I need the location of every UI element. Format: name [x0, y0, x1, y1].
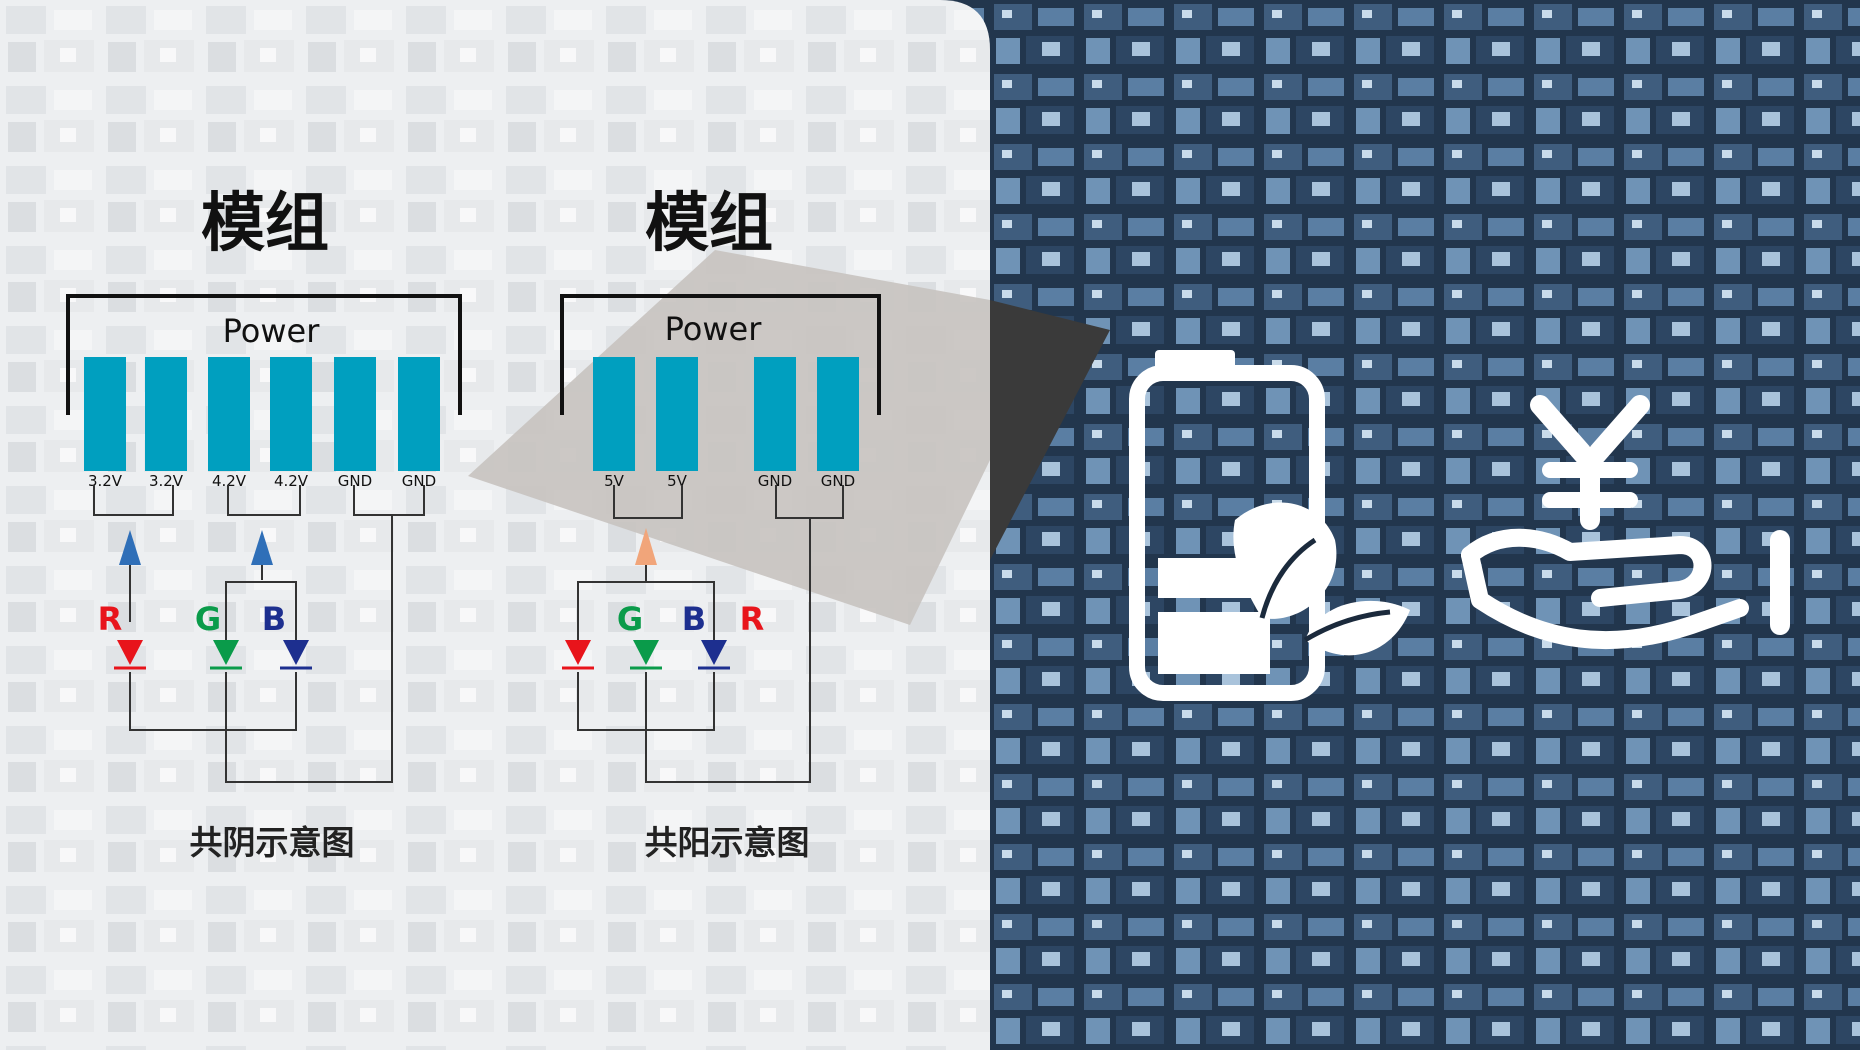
right-pin-label-4: GND: [821, 472, 855, 490]
left-led-label-r: R: [98, 600, 123, 638]
battery-leaf-icon: [1129, 350, 1410, 701]
right-pin-3: [754, 357, 796, 471]
left-pin-label-5: GND: [338, 472, 372, 490]
right-pins: 5V 5V GND GND: [593, 357, 859, 490]
right-led-label-r: R: [740, 600, 765, 638]
grey-chip-shape: [468, 250, 990, 625]
left-led-red: [114, 640, 146, 670]
left-pins: 3.2V 3.2V 4.2V 4.2V GND GND: [84, 357, 440, 490]
right-led-label-b: B: [682, 600, 706, 638]
left-led-label-b: B: [262, 600, 286, 638]
left-pin-label-3: 4.2V: [212, 472, 247, 490]
right-pin-label-2: 5V: [667, 472, 688, 490]
left-pin-1: [84, 357, 126, 471]
left-pin-5: [334, 357, 376, 471]
left-caption: 共阴示意图: [190, 823, 355, 862]
left-led-green: [210, 640, 242, 670]
right-led-green: [630, 640, 662, 670]
left-pin-label-2: 3.2V: [149, 472, 184, 490]
left-title: 模组: [201, 187, 329, 261]
dark-chip-shape: [990, 300, 1110, 560]
right-led-red: [562, 640, 594, 670]
right-pin-label-3: GND: [758, 472, 792, 490]
right-power-bracket: [560, 294, 881, 415]
yen-hand-icon: [1461, 395, 1790, 650]
right-led-blue: [698, 640, 730, 670]
left-pin-4: [270, 357, 312, 471]
left-pin-label-4: 4.2V: [274, 472, 309, 490]
left-pin-6: [398, 357, 440, 471]
right-pin-1: [593, 357, 635, 471]
left-pin-2: [145, 357, 187, 471]
left-pin-label-1: 3.2V: [88, 472, 123, 490]
right-arrow-up: [635, 528, 657, 565]
right-pin-4: [817, 357, 859, 471]
right-led-label-g: G: [617, 600, 643, 638]
right-power-label: Power: [665, 310, 763, 348]
left-arrow-gb-up: [251, 530, 273, 565]
right-wiring: [577, 485, 844, 783]
right-pin-label-1: 5V: [604, 472, 625, 490]
left-pin-3: [208, 357, 250, 471]
left-power-bracket: [66, 294, 462, 415]
left-led-blue: [280, 640, 312, 670]
left-pin-label-6: GND: [402, 472, 436, 490]
right-pin-2: [656, 357, 698, 471]
left-wiring: [93, 485, 425, 783]
right-caption: 共阳示意图: [645, 823, 810, 862]
left-power-label: Power: [223, 312, 321, 350]
left-arrow-red-up: [119, 530, 141, 565]
right-title: 模组: [645, 187, 773, 261]
left-led-label-g: G: [195, 600, 221, 638]
